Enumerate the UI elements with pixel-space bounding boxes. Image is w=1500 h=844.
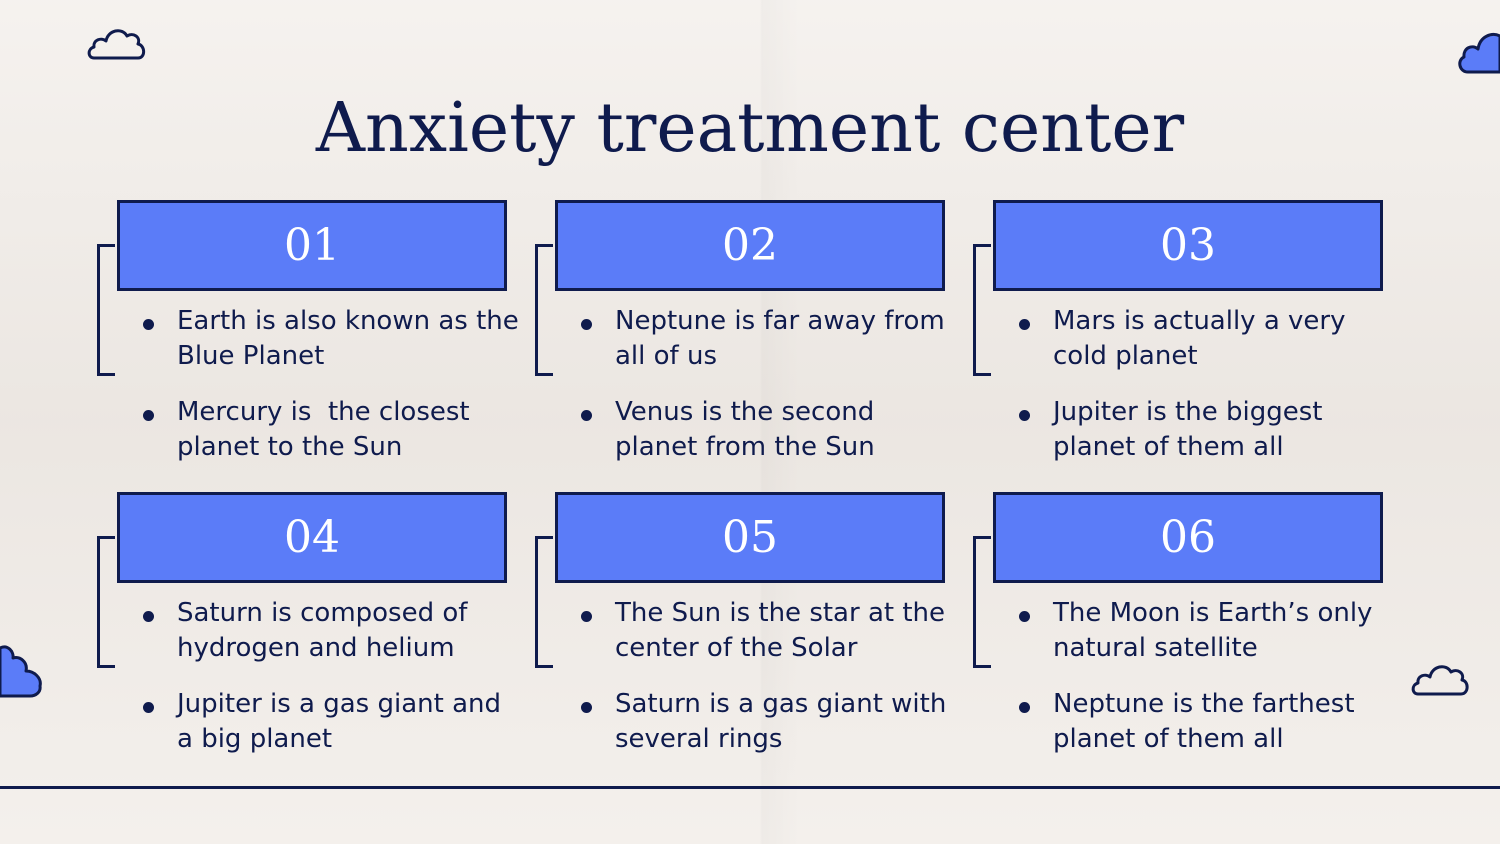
card-04: 04 Saturn is composed of hydrogen and he… xyxy=(97,492,537,782)
list-item: Jupiter is the biggest planet of them al… xyxy=(1017,395,1397,465)
bullet-icon xyxy=(1019,410,1030,421)
list-item: Venus is the second planet from the Sun xyxy=(579,395,959,465)
list-item-text: Saturn is a gas giant with several rings xyxy=(615,689,955,754)
list-item: The Moon is Earth’s only natural satelli… xyxy=(1017,596,1397,666)
bullet-icon xyxy=(143,702,154,713)
card-bracket xyxy=(535,536,553,668)
list-item-text: Jupiter is the biggest planet of them al… xyxy=(1053,397,1331,462)
cloud-icon-left xyxy=(0,645,42,698)
bullet-icon xyxy=(581,611,592,622)
list-item-text: Jupiter is a gas giant and a big planet xyxy=(177,689,510,754)
card-number: 02 xyxy=(555,200,945,291)
list-item-text: The Sun is the star at the center of the… xyxy=(615,598,954,663)
card-05: 05 The Sun is the star at the center of … xyxy=(535,492,975,782)
card-item-list: The Moon is Earth’s only natural satelli… xyxy=(1017,596,1397,778)
card-bracket xyxy=(973,536,991,668)
list-item-text: Earth is also known as the Blue Planet xyxy=(177,306,528,371)
page-title: Anxiety treatment center xyxy=(315,89,1185,168)
card-bracket xyxy=(973,244,991,376)
list-item-text: The Moon is Earth’s only natural satelli… xyxy=(1053,598,1381,663)
bullet-icon xyxy=(143,611,154,622)
card-item-list: Mars is actually a very cold planet Jupi… xyxy=(1017,304,1397,486)
list-item-text: Mars is actually a very cold planet xyxy=(1053,306,1354,371)
card-02: 02 Neptune is far away from all of us Ve… xyxy=(535,200,975,490)
card-number: 06 xyxy=(993,492,1383,583)
list-item: Jupiter is a gas giant and a big planet xyxy=(141,687,521,757)
card-item-list: Earth is also known as the Blue Planet M… xyxy=(141,304,521,486)
card-number: 03 xyxy=(993,200,1383,291)
list-item-text: Neptune is the farthest planet of them a… xyxy=(1053,689,1363,754)
bullet-icon xyxy=(143,410,154,421)
cloud-icon-right xyxy=(1411,665,1469,696)
card-number: 05 xyxy=(555,492,945,583)
card-06: 06 The Moon is Earth’s only natural sate… xyxy=(973,492,1413,782)
list-item-text: Mercury is the closest planet to the Sun xyxy=(177,397,478,462)
card-number: 04 xyxy=(117,492,507,583)
list-item-text: Venus is the second planet from the Sun xyxy=(615,397,883,462)
bullet-icon xyxy=(1019,611,1030,622)
cloud-icon-top-right xyxy=(1458,33,1500,74)
list-item: Saturn is composed of hydrogen and heliu… xyxy=(141,596,521,666)
card-item-list: Saturn is composed of hydrogen and heliu… xyxy=(141,596,521,778)
bullet-icon xyxy=(143,319,154,330)
bottom-divider xyxy=(0,786,1500,789)
bullet-icon xyxy=(1019,702,1030,713)
cloud-icon-top-left xyxy=(87,29,146,60)
list-item: Neptune is the farthest planet of them a… xyxy=(1017,687,1397,757)
bullet-icon xyxy=(581,410,592,421)
list-item: Neptune is far away from all of us xyxy=(579,304,959,374)
list-item: Earth is also known as the Blue Planet xyxy=(141,304,521,374)
card-01: 01 Earth is also known as the Blue Plane… xyxy=(97,200,537,490)
bullet-icon xyxy=(581,702,592,713)
list-item-text: Saturn is composed of hydrogen and heliu… xyxy=(177,598,476,663)
bullet-icon xyxy=(1019,319,1030,330)
list-item-text: Neptune is far away from all of us xyxy=(615,306,953,371)
card-item-list: The Sun is the star at the center of the… xyxy=(579,596,959,778)
list-item: Saturn is a gas giant with several rings xyxy=(579,687,959,757)
list-item: Mercury is the closest planet to the Sun xyxy=(141,395,521,465)
list-item: Mars is actually a very cold planet xyxy=(1017,304,1397,374)
card-number: 01 xyxy=(117,200,507,291)
card-bracket xyxy=(535,244,553,376)
list-item: The Sun is the star at the center of the… xyxy=(579,596,959,666)
card-item-list: Neptune is far away from all of us Venus… xyxy=(579,304,959,486)
card-bracket xyxy=(97,244,115,376)
card-bracket xyxy=(97,536,115,668)
card-03: 03 Mars is actually a very cold planet J… xyxy=(973,200,1413,490)
bullet-icon xyxy=(581,319,592,330)
